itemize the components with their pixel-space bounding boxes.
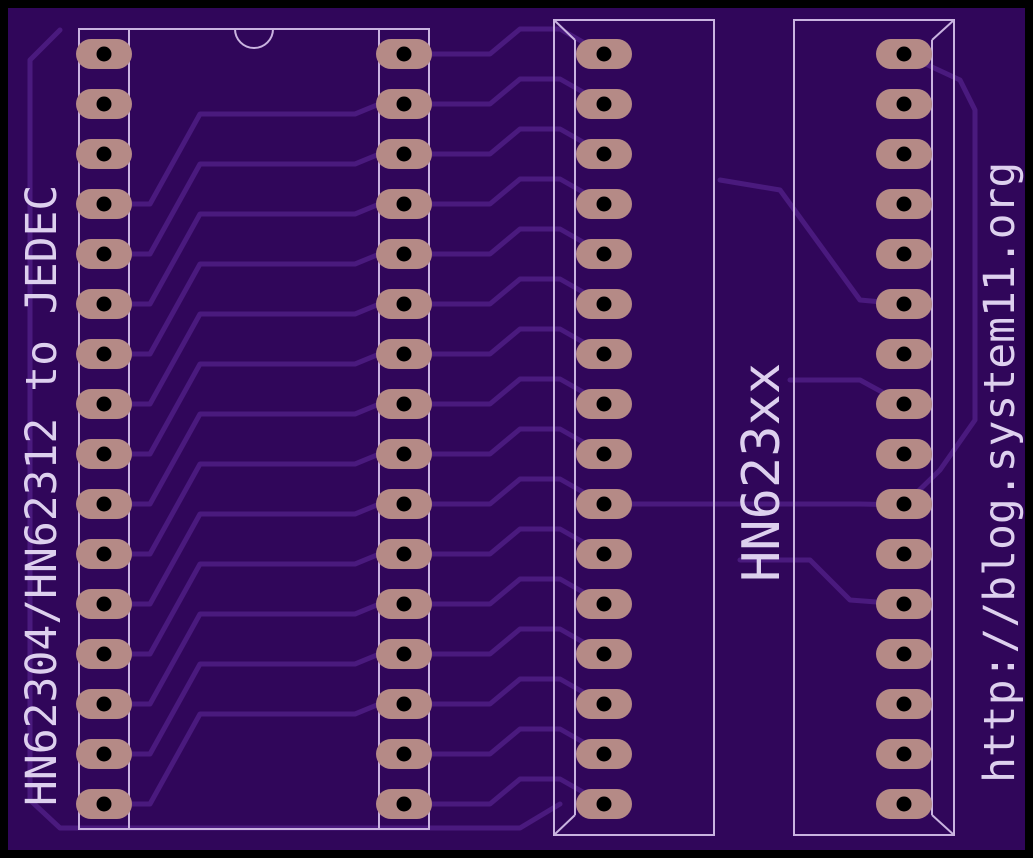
header-left-pad-7 — [576, 339, 632, 369]
header-left-pad-15 — [576, 739, 632, 769]
trace-dip-left-5 — [101, 141, 407, 257]
dip-pad-right-6 — [376, 289, 432, 319]
trace-dip-left-7 — [101, 241, 407, 357]
dip-pad-right-7 — [376, 339, 432, 369]
header-right-pad-10 — [876, 489, 932, 519]
dip-pad-left-2 — [76, 89, 132, 119]
dip-pad-right-9 — [376, 439, 432, 469]
trace-dip-left-11 — [101, 441, 407, 557]
dip-pad-right-10 — [376, 489, 432, 519]
dip-pad-left-11 — [76, 539, 132, 569]
trace-dip-left-12 — [101, 491, 407, 607]
dip-pad-right-14 — [376, 689, 432, 719]
header-left-pad-12 — [576, 589, 632, 619]
dip-pad-left-15 — [76, 739, 132, 769]
dip-pad-right-1 — [376, 39, 432, 69]
header-right-pad-6 — [876, 289, 932, 319]
dip-pad-right-2 — [376, 89, 432, 119]
dip-pad-left-9 — [76, 439, 132, 469]
trace-header-right-a — [901, 51, 978, 508]
header-left-pad-16 — [576, 789, 632, 819]
header-left-pad-11 — [576, 539, 632, 569]
header-right-pad-16 — [876, 789, 932, 819]
chip-label: HN623xx — [732, 363, 792, 582]
header-left-pad-14 — [576, 689, 632, 719]
header-left-pad-4 — [576, 189, 632, 219]
dip-pad-left-16 — [76, 789, 132, 819]
dip-pad-left-8 — [76, 389, 132, 419]
dip-pad-right-11 — [376, 539, 432, 569]
header-right-pad-3 — [876, 139, 932, 169]
dip-pad-left-13 — [76, 639, 132, 669]
header-left-pad-1 — [576, 39, 632, 69]
dip-pad-left-5 — [76, 239, 132, 269]
dip-pad-left-14 — [76, 689, 132, 719]
header-right-pad-7 — [876, 339, 932, 369]
header-right-pad-4 — [876, 189, 932, 219]
dip-pad-right-12 — [376, 589, 432, 619]
dip-pad-left-3 — [76, 139, 132, 169]
header-left-outline — [553, 19, 715, 836]
dip-pad-right-3 — [376, 139, 432, 169]
header-right-pad-12 — [876, 589, 932, 619]
header-left-pad-6 — [576, 289, 632, 319]
header-left-pad-13 — [576, 639, 632, 669]
dip-pad-right-4 — [376, 189, 432, 219]
dip-pad-right-13 — [376, 639, 432, 669]
trace-dip-left-9 — [101, 341, 407, 457]
trace-board-edge — [27, 27, 563, 831]
header-right-pad-5 — [876, 239, 932, 269]
header-right-pad-15 — [876, 739, 932, 769]
trace-dip-left-8 — [101, 291, 407, 407]
header-left-pad-5 — [576, 239, 632, 269]
header-right-pad-14 — [876, 689, 932, 719]
trace-dip-left-10 — [101, 391, 407, 507]
trace-dip-left-15 — [101, 641, 407, 757]
dip-pad-left-1 — [76, 39, 132, 69]
trace-dip-right-1 — [401, 26, 607, 57]
trace-dip-left-4 — [101, 91, 407, 207]
dip-pad-right-5 — [376, 239, 432, 269]
dip-pad-left-10 — [76, 489, 132, 519]
header-left-pad-10 — [576, 489, 632, 519]
dip-pad-left-4 — [76, 189, 132, 219]
header-left-pad-2 — [576, 89, 632, 119]
trace-dip-left-13 — [101, 541, 407, 657]
header-right-outline — [793, 19, 955, 836]
header-right-pad-11 — [876, 539, 932, 569]
header-right-pad-8 — [876, 389, 932, 419]
header-right-pad-1 — [876, 39, 932, 69]
dip-pad-right-16 — [376, 789, 432, 819]
dip-pad-left-6 — [76, 289, 132, 319]
header-left-pad-8 — [576, 389, 632, 419]
dip-pad-left-7 — [76, 339, 132, 369]
header-right-pad-9 — [876, 439, 932, 469]
dip-pad-right-15 — [376, 739, 432, 769]
header-right-pad-13 — [876, 639, 932, 669]
header-right-pad-2 — [876, 89, 932, 119]
header-left-pad-3 — [576, 139, 632, 169]
pad-array — [76, 39, 932, 819]
trace-dip-left-6 — [101, 191, 407, 307]
website-url: http://blog.system11.org — [975, 162, 1025, 783]
header-left-pad-9 — [576, 439, 632, 469]
dip-pad-right-8 — [376, 389, 432, 419]
board-title: HN62304/HN62312 to JEDEC — [17, 185, 67, 806]
trace-dip-left-16 — [101, 691, 407, 807]
dip-pad-left-12 — [76, 589, 132, 619]
trace-dip-left-14 — [101, 591, 407, 707]
